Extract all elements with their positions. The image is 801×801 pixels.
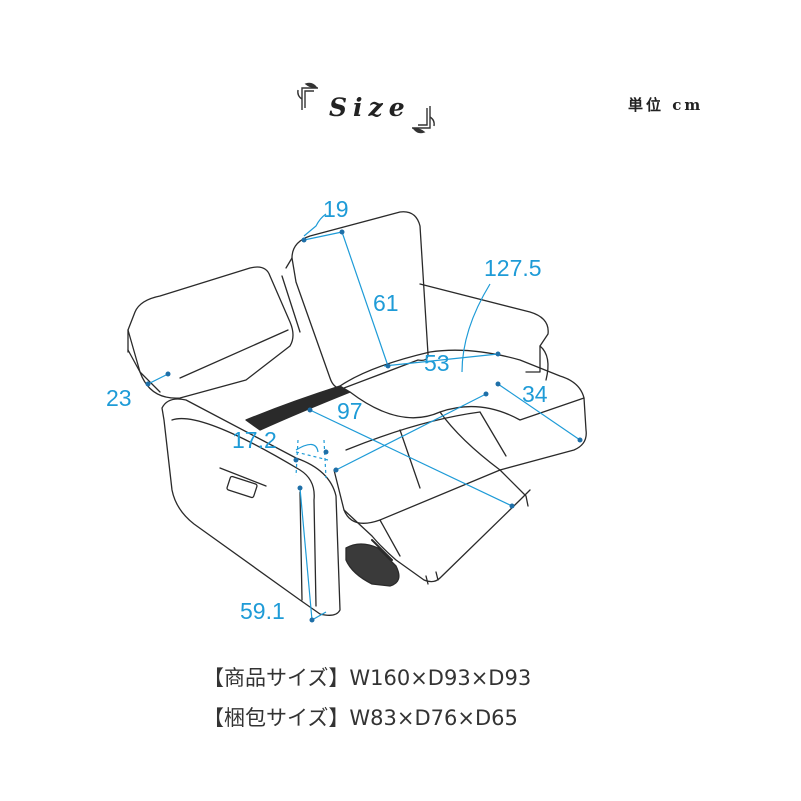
ornament-bracket-icon — [297, 82, 435, 134]
size-title-frame: Size — [296, 80, 436, 136]
dim-seat-width-label: 53 — [424, 350, 450, 376]
size-title: Size — [329, 93, 411, 122]
dim-seat-depth-label: 97 — [337, 398, 363, 424]
dim-armrest-width-label: 19 — [323, 196, 349, 222]
dim-back-angle-label: 23 — [106, 385, 132, 411]
product-size-spec: 【商品サイズ】W160×D93×D93 — [203, 666, 532, 690]
dim-overall-length-label: 127.5 — [484, 255, 542, 281]
dim-arm-top-width-label: 17.2 — [232, 427, 277, 453]
dim-footrest-length-label: 34 — [522, 381, 548, 407]
unit-label: 単位 cm — [628, 96, 704, 114]
package-size-spec: 【梱包サイズ】W83×D76×D65 — [203, 706, 518, 730]
dim-backrest-height-label: 61 — [373, 290, 399, 316]
dim-floor-to-arm-label: 59.1 — [240, 598, 285, 624]
